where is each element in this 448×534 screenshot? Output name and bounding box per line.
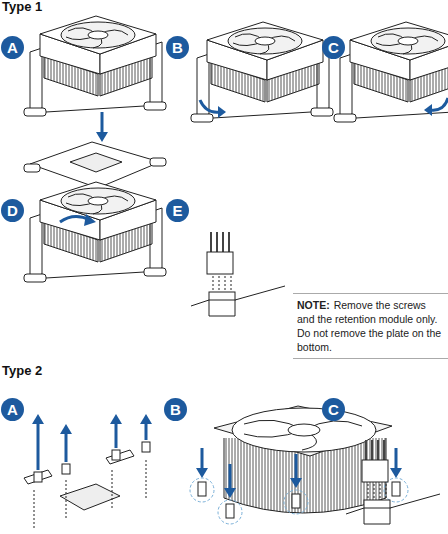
arrowhead bbox=[60, 424, 72, 434]
rotate-arrow bbox=[430, 98, 448, 110]
cooler bbox=[24, 182, 166, 282]
step-letter-text: C bbox=[322, 398, 345, 421]
lug bbox=[24, 164, 40, 172]
highlight bbox=[218, 500, 242, 524]
highlight bbox=[190, 478, 214, 502]
screw bbox=[112, 450, 120, 460]
step-letter: C bbox=[322, 36, 345, 59]
step-letter-text: C bbox=[322, 36, 345, 59]
frame bbox=[30, 142, 160, 188]
step-letter: B bbox=[166, 36, 189, 59]
note-heading: NOTE: bbox=[297, 299, 330, 311]
retention-bar bbox=[24, 470, 52, 484]
screw bbox=[142, 442, 150, 452]
socket bbox=[70, 153, 122, 172]
screw bbox=[198, 482, 206, 496]
step-letter: B bbox=[164, 398, 187, 421]
screws bbox=[34, 442, 150, 482]
retention-bar bbox=[106, 450, 134, 464]
arrowhead bbox=[196, 468, 208, 478]
connector bbox=[346, 440, 440, 524]
retention-frame bbox=[24, 142, 166, 188]
connector bbox=[191, 232, 285, 316]
circle-fill bbox=[322, 36, 345, 59]
up-arrows bbox=[38, 420, 146, 470]
retention-modules bbox=[24, 450, 146, 530]
arrowhead bbox=[32, 414, 44, 424]
fan-blades bbox=[244, 420, 362, 450]
arrowhead bbox=[224, 488, 236, 498]
screw bbox=[34, 472, 42, 482]
step-letter-text: A bbox=[1, 398, 24, 421]
arrowhead bbox=[84, 214, 96, 226]
screw bbox=[392, 482, 400, 496]
section-heading: Type 1 bbox=[2, 0, 42, 14]
screw bbox=[62, 464, 70, 474]
rotate-arrow bbox=[200, 100, 220, 112]
arrowhead bbox=[110, 414, 122, 424]
lug bbox=[150, 158, 166, 166]
circle-fill bbox=[1, 36, 24, 59]
cooler bbox=[334, 22, 448, 122]
cooler bbox=[24, 16, 166, 116]
highlight bbox=[284, 490, 308, 514]
step-letter: E bbox=[166, 199, 189, 222]
arrowhead bbox=[218, 106, 226, 118]
circle-fill bbox=[166, 199, 189, 222]
step-letter-text: D bbox=[1, 199, 24, 222]
arrowhead bbox=[96, 132, 108, 142]
section-heading: Type 2 bbox=[2, 363, 42, 378]
step-letter: C bbox=[322, 398, 345, 421]
socket bbox=[60, 484, 120, 510]
circle-fill bbox=[1, 199, 24, 222]
arrowhead bbox=[424, 104, 432, 116]
screw bbox=[292, 494, 300, 508]
arrowhead bbox=[390, 468, 402, 478]
step-letter-text: B bbox=[164, 398, 187, 421]
step-letter-text: B bbox=[166, 36, 189, 59]
fan-hub bbox=[288, 424, 320, 436]
arrowhead bbox=[290, 478, 302, 488]
cooler bbox=[191, 22, 333, 122]
fan bbox=[232, 408, 376, 452]
note-box: NOTE:Remove the screws and the retention… bbox=[293, 293, 448, 359]
step-letter: A bbox=[1, 36, 24, 59]
step-letter-text: A bbox=[1, 36, 24, 59]
circle-fill bbox=[1, 398, 24, 421]
circle-fill bbox=[322, 398, 345, 421]
circle-fill bbox=[166, 36, 189, 59]
arrowhead bbox=[140, 414, 152, 424]
step-letter: D bbox=[1, 199, 24, 222]
arrow-shafts bbox=[38, 420, 146, 470]
arrowheads bbox=[32, 414, 152, 434]
step-letter-text: E bbox=[166, 199, 189, 222]
circle-fill bbox=[164, 398, 187, 421]
guide bbox=[34, 460, 146, 530]
screw bbox=[226, 504, 234, 518]
step-letter: A bbox=[1, 398, 24, 421]
